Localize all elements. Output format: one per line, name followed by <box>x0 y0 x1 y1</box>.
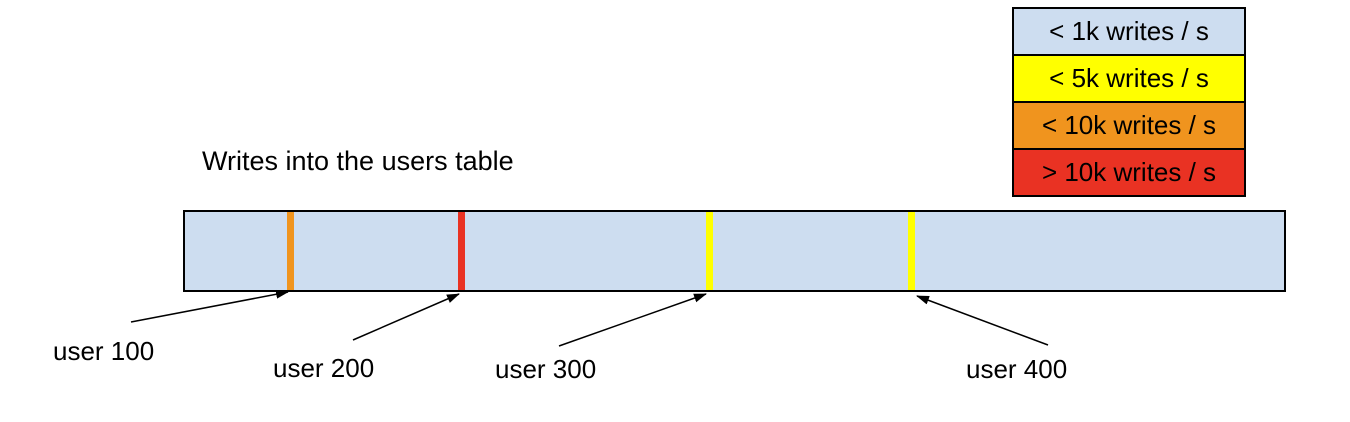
users-table-bar <box>183 210 1286 292</box>
legend-item: < 1k writes / s <box>1014 9 1244 54</box>
user-label: user 100 <box>53 336 155 366</box>
write-rate-stripe <box>907 212 915 290</box>
write-rate-stripe <box>457 212 465 290</box>
user-label: user 300 <box>495 354 597 384</box>
diagram-title: Writes into the users table <box>202 146 514 176</box>
user-label: user 200 <box>273 353 375 383</box>
arrow-connector <box>130 289 289 323</box>
legend: < 1k writes / s< 5k writes / s< 10k writ… <box>1012 7 1246 197</box>
legend-item: < 10k writes / s <box>1014 101 1244 148</box>
legend-item: < 5k writes / s <box>1014 54 1244 101</box>
arrow-connector <box>352 293 460 341</box>
write-rate-stripe <box>286 212 294 290</box>
arrow-connector <box>916 295 1049 346</box>
arrow-connector <box>558 293 707 347</box>
legend-item: > 10k writes / s <box>1014 148 1244 195</box>
write-rate-stripe <box>705 212 713 290</box>
user-label: user 400 <box>966 354 1068 384</box>
